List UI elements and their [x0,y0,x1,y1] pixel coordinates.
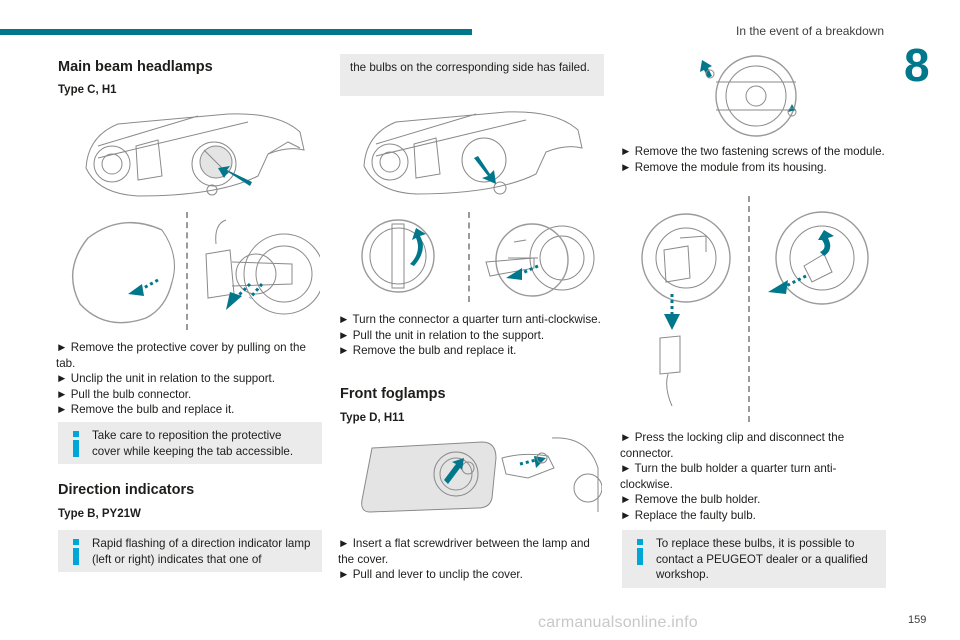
foglamp-cover-illustration [361,437,602,513]
info-box-reposition: Take care to reposition the protective c… [58,422,322,464]
info-icon [72,539,80,565]
info-box-flashing: Rapid flashing of a direction indicator … [58,530,322,572]
heading-direction-indicators: Direction indicators [58,482,195,498]
step-text: ► Replace the faulty bulb. [620,508,756,522]
figure-divider [748,196,750,422]
heading-main-beam: Main beam headlamps [58,59,213,75]
step-text: ► Press the locking clip and disconnect … [620,431,845,460]
header-accent-bar [0,29,472,35]
info-icon [636,539,644,565]
unit-pull-illustration [485,223,595,297]
step-text: ► Turn the bulb holder a quarter turn an… [620,462,837,491]
steps-main-beam: ► Remove the protective cover by pulling… [56,340,322,418]
foglamp-module-screws-illustration [700,55,802,137]
chapter-title: In the event of a breakdown [736,24,885,38]
chapter-number: 8 [904,39,930,91]
heading-front-foglamps: Front foglamps [340,386,446,402]
connector-quarter-turn-illustration [361,219,435,293]
step-text: ► Remove the bulb holder. [620,493,761,507]
indicator-unit-illustration [363,111,583,195]
steps-indicator: ► Turn the connector a quarter turn anti… [338,312,604,359]
steps-foglamp-cover: ► Insert a flat screwdriver between the … [338,536,604,583]
connector-disconnect-illustration [641,213,731,407]
steps-bulb-holder: ► Press the locking clip and disconnect … [620,430,886,524]
info-text: To replace these bulbs, it is possible t… [656,537,868,582]
bulb-connector-illustration [205,219,320,315]
type-label-b-py21w: Type B, PY21W [58,508,141,520]
type-label-d-h11: Type D, H11 [340,412,405,424]
info-icon [72,431,80,457]
step-text: ► Turn the connector a quarter turn anti… [338,313,601,326]
protective-cover-illustration [71,221,175,324]
watermark: carmanualsonline.info [538,614,698,631]
headlamp-unit-illustration [85,113,305,197]
info-text: Take care to reposition the protective c… [92,429,294,458]
step-text: ► Remove the protective cover by pulling… [56,341,306,370]
info-text: the bulbs on the corresponding side has … [350,61,590,74]
info-box-peugeot-dealer: To replace these bulbs, it is possible t… [622,530,886,588]
step-text: ► Pull the unit in relation to the suppo… [338,328,545,342]
step-text: ► Remove the two fastening screws of the… [620,145,885,158]
figure-divider [468,212,470,302]
figure-divider [186,212,188,330]
step-text: ► Unclip the unit in relation to the sup… [56,372,275,386]
info-box-continued: the bulbs on the corresponding side has … [340,54,604,96]
bulb-holder-turn-illustration [768,211,869,305]
step-text: ► Pull and lever to unclip the cover. [338,568,523,582]
step-text: ► Remove the module from its housing. [620,160,827,174]
type-label-c-h1: Type C, H1 [58,84,117,96]
step-text: ► Pull the bulb connector. [56,387,192,401]
step-text: ► Remove the bulb and replace it. [338,344,517,358]
step-text: ► Remove the bulb and replace it. [56,403,235,417]
info-text: Rapid flashing of a direction indicator … [92,537,311,566]
steps-remove-module: ► Remove the two fastening screws of the… [620,144,886,175]
step-text: ► Insert a flat screwdriver between the … [338,537,590,566]
page-number: 159 [908,614,927,626]
